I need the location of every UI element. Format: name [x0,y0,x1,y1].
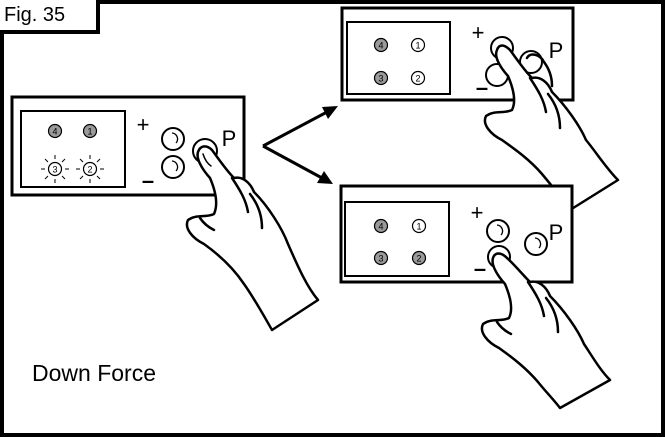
figure-label: Fig. 35 [0,0,100,34]
hand-pointing-icon [185,145,320,332]
led-4: 4 [373,37,389,53]
led-3: 3 [373,250,389,266]
led-2-label: 2 [416,254,421,264]
led-3-blinking-icon: 3 [41,155,69,183]
led-4-label: 4 [52,127,57,137]
p-label: P [549,220,564,245]
led-1-label: 1 [87,127,92,137]
led-1: 1 [411,218,427,234]
led-3-label: 3 [378,74,383,84]
led-2: 2 [411,250,427,266]
led-4-label: 4 [378,222,383,232]
led-1-label: 1 [416,222,421,232]
p-button[interactable] [524,232,548,256]
minus-label: – [474,256,486,281]
led-2-label: 2 [415,74,420,84]
led-4-label: 4 [378,41,383,51]
led-1: 1 [410,37,426,53]
led-2-blinking-icon: 2 [76,155,104,183]
hand-pointing-icon [480,252,612,410]
control-panel-left: 4 1 3 2 [10,95,246,197]
led-3-label: 3 [378,254,383,264]
plus-label: + [137,112,150,137]
led-3: 3 [373,70,389,86]
p-label: P [549,38,564,63]
led-1-label: 1 [415,41,420,51]
led-4: 4 [47,123,63,139]
minus-label: – [476,75,488,100]
led-3-label: 3 [52,165,57,175]
led-2-label: 2 [87,165,92,175]
led-1: 1 [82,123,98,139]
p-label: P [222,126,237,151]
plus-button[interactable] [486,219,510,243]
plus-label: + [472,20,485,45]
arrow-icon [262,106,338,184]
led-4: 4 [373,218,389,234]
led-2: 2 [410,70,426,86]
minus-label: – [142,168,154,193]
figure-caption: Down Force [32,360,156,386]
plus-button[interactable] [161,127,185,151]
minus-button[interactable] [161,155,185,179]
plus-label: + [471,200,484,225]
control-panel-bottom-right: 4 1 3 2 + – P [339,184,574,284]
